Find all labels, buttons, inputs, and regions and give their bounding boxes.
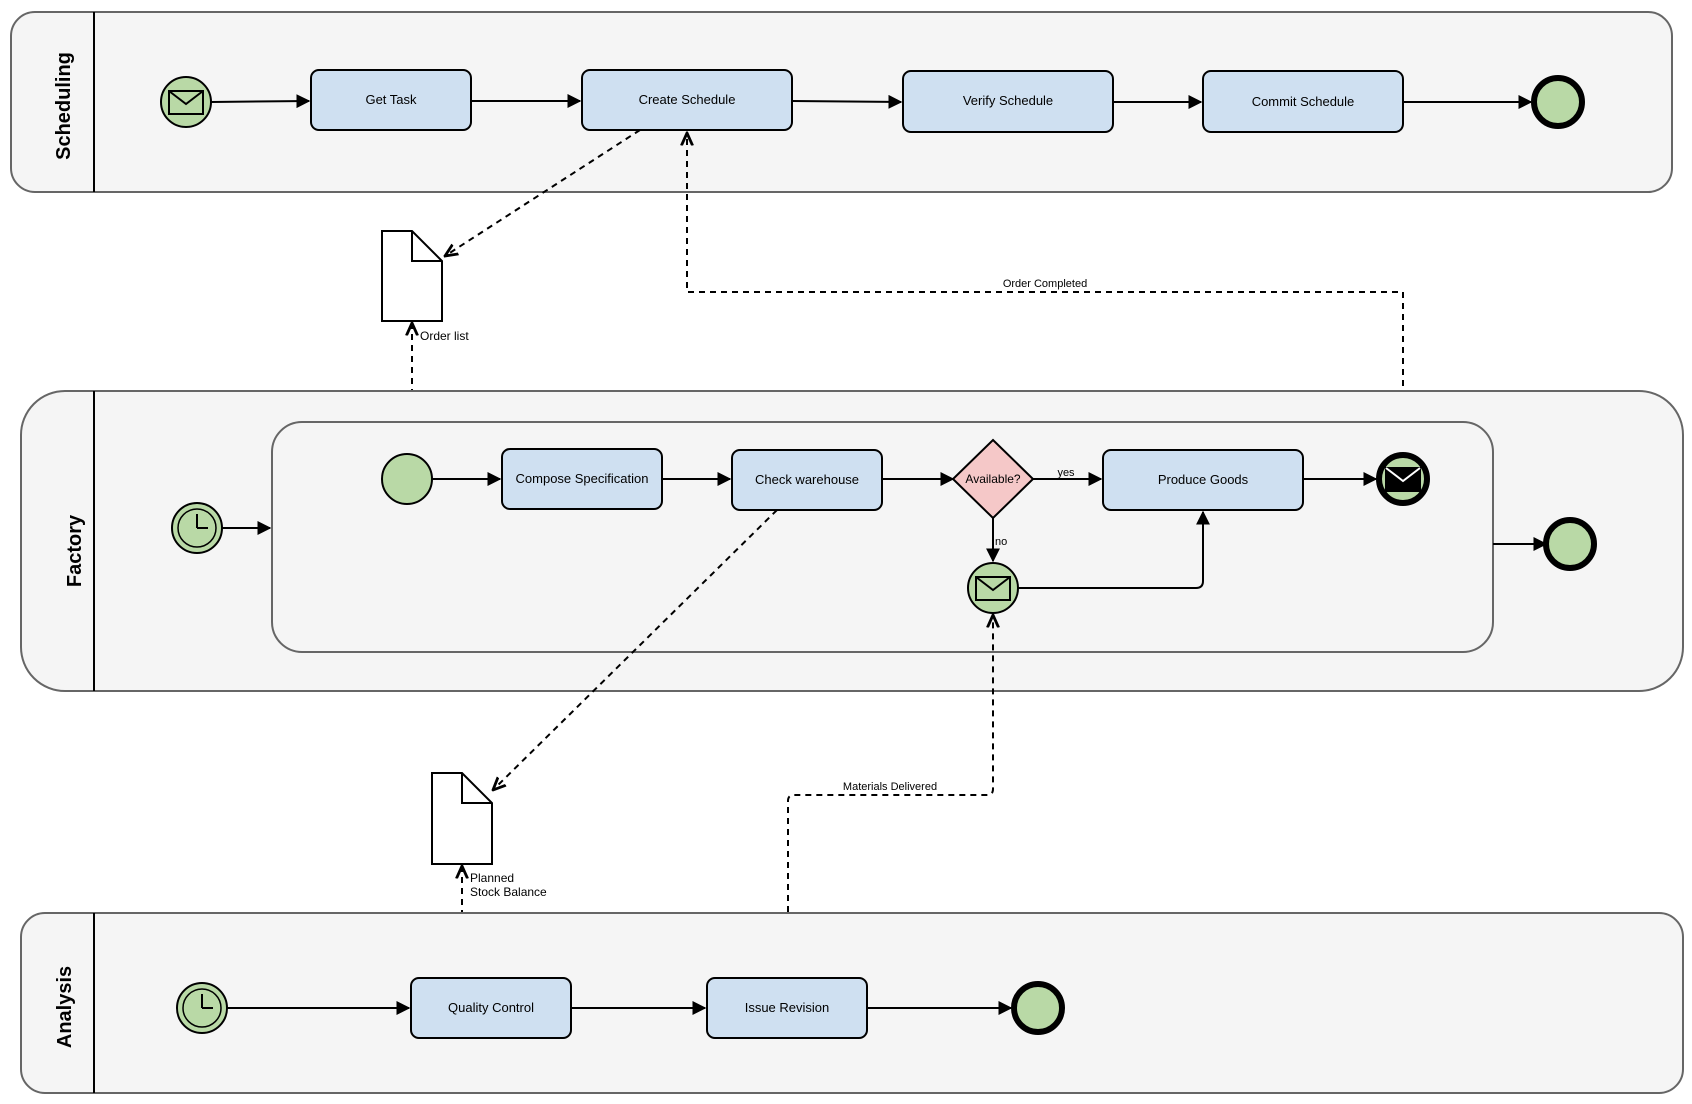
task-label: Compose Specification (516, 471, 649, 486)
data-association (493, 509, 778, 790)
data-object-label: Order list (420, 329, 469, 343)
flow-label-no: no (995, 536, 1007, 548)
lane-title-factory: Factory (64, 514, 86, 587)
task-label: Create Schedule (639, 92, 736, 107)
task-get-task[interactable]: Get Task (310, 69, 472, 131)
end-event-scheduling[interactable] (1531, 75, 1585, 129)
task-label: Produce Goods (1158, 472, 1249, 487)
task-label: Get Task (365, 92, 417, 107)
task-check-warehouse[interactable]: Check warehouse (731, 449, 883, 511)
task-commit-schedule[interactable]: Commit Schedule (1202, 70, 1404, 133)
message-end-event[interactable] (1376, 452, 1430, 506)
gateway-label: Available? (965, 472, 1020, 486)
sub-start-event[interactable] (381, 453, 433, 505)
start-message-event[interactable] (160, 76, 212, 128)
clock-icon (182, 988, 222, 1028)
data-object-planned-stock-balance[interactable] (431, 772, 493, 865)
envelope-icon (975, 576, 1011, 601)
intermediate-message-event[interactable] (967, 562, 1019, 614)
data-object-label: Stock Balance (470, 885, 547, 899)
sequence-flow (210, 94, 311, 109)
lane-title-analysis: Analysis (54, 966, 76, 1048)
task-label: Check warehouse (755, 472, 859, 487)
task-quality-control[interactable]: Quality Control (410, 977, 572, 1039)
task-label: Quality Control (448, 1000, 534, 1015)
task-label: Commit Schedule (1252, 94, 1355, 109)
end-event-analysis[interactable] (1011, 981, 1065, 1035)
task-compose-specification[interactable]: Compose Specification (501, 448, 663, 510)
sequence-flow (791, 94, 903, 109)
envelope-icon (168, 90, 204, 115)
message-flow-label: Materials Delivered (843, 781, 937, 793)
timer-start-event[interactable] (171, 502, 223, 554)
message-flow-materials-delivered (787, 615, 993, 978)
sequence-flow (1018, 510, 1210, 589)
envelope-icon (1385, 467, 1421, 492)
clock-icon (177, 508, 217, 548)
message-flow-order-completed (687, 133, 1404, 452)
task-create-schedule[interactable]: Create Schedule (581, 69, 793, 131)
task-issue-revision[interactable]: Issue Revision (706, 977, 868, 1039)
lane-title-scheduling: Scheduling (53, 52, 75, 160)
end-event-factory[interactable] (1543, 517, 1597, 571)
task-produce-goods[interactable]: Produce Goods (1102, 449, 1304, 511)
task-label: Verify Schedule (963, 93, 1053, 108)
timer-start-event[interactable] (176, 982, 228, 1034)
message-flow-label: Order Completed (1003, 278, 1087, 290)
task-verify-schedule[interactable]: Verify Schedule (902, 70, 1114, 133)
data-object-order-list[interactable] (381, 230, 443, 322)
flow-label-yes: yes (1057, 467, 1075, 479)
task-label: Issue Revision (745, 1000, 830, 1015)
data-association (445, 129, 641, 256)
gateway-available[interactable]: Available? (951, 438, 1035, 520)
data-object-label: Planned (470, 871, 514, 885)
